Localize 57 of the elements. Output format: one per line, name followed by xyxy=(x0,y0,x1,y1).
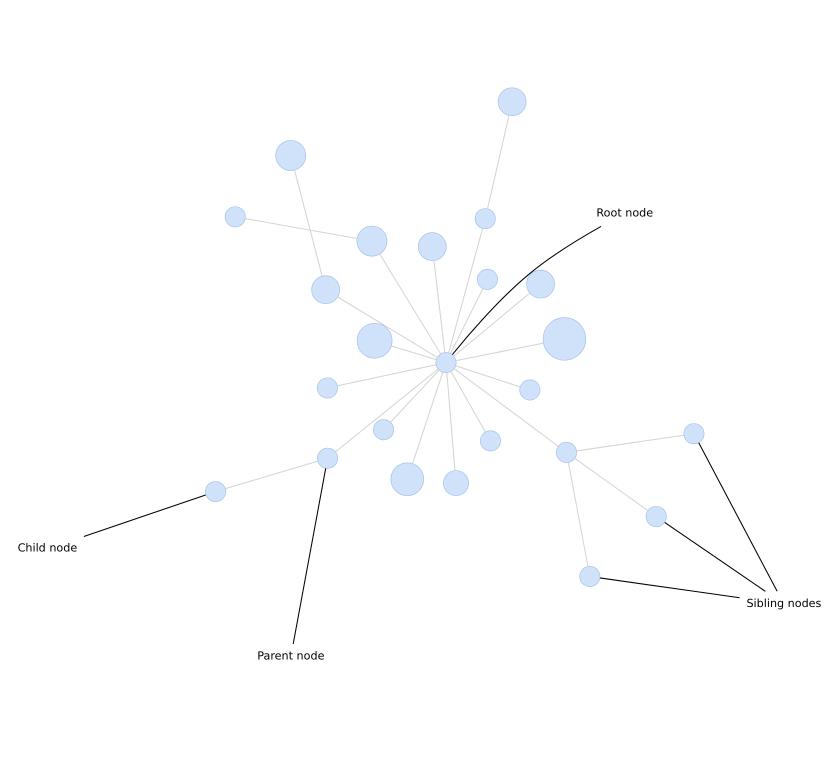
node-circle xyxy=(436,352,456,374)
connector xyxy=(446,372,456,471)
connector xyxy=(337,296,438,358)
node-circle xyxy=(205,481,226,502)
connector xyxy=(568,462,588,566)
node-circle xyxy=(373,419,394,440)
node-circle xyxy=(646,506,667,528)
connector xyxy=(454,368,558,447)
node-circle xyxy=(316,377,338,398)
connector xyxy=(450,288,484,354)
node-circle xyxy=(311,275,340,304)
connector xyxy=(698,442,778,592)
connector xyxy=(379,254,442,354)
connector xyxy=(391,345,436,360)
connector xyxy=(448,228,484,353)
connector xyxy=(84,494,206,538)
node-text: Parent node xyxy=(257,649,324,662)
connector xyxy=(335,368,438,452)
node-circle xyxy=(356,226,388,256)
connector xyxy=(412,372,444,464)
node-text: Root node xyxy=(596,206,654,220)
node-circle xyxy=(498,87,526,116)
node-circle xyxy=(224,206,246,228)
connector xyxy=(576,434,684,452)
connector xyxy=(292,468,326,644)
node-circle xyxy=(556,442,577,463)
connector xyxy=(600,577,740,598)
connector xyxy=(452,226,602,355)
node-circle xyxy=(474,208,496,230)
node-circle xyxy=(356,322,392,359)
connector xyxy=(225,460,318,490)
node-circle xyxy=(519,380,540,401)
node-circle xyxy=(526,270,555,298)
node-text: Child node xyxy=(18,542,78,555)
connector xyxy=(390,370,440,423)
node-circle xyxy=(542,317,586,361)
node-text: Sibling nodes xyxy=(746,596,822,610)
node-circle xyxy=(683,423,704,444)
connector xyxy=(574,458,648,512)
connector xyxy=(456,342,544,362)
connector xyxy=(337,364,436,386)
node-circle xyxy=(480,430,501,452)
node-circle xyxy=(579,566,600,587)
connector xyxy=(294,170,323,276)
connector xyxy=(487,115,510,209)
node-circle xyxy=(275,140,306,171)
connector xyxy=(664,522,766,592)
connector xyxy=(456,365,520,388)
node-circle xyxy=(476,268,498,290)
node-circle xyxy=(317,448,338,469)
connector xyxy=(245,218,358,239)
connector xyxy=(450,371,486,432)
node-circle xyxy=(418,232,447,261)
node-circle xyxy=(443,470,469,496)
node-circle xyxy=(390,462,424,496)
connector xyxy=(433,260,446,353)
connector xyxy=(454,292,530,356)
